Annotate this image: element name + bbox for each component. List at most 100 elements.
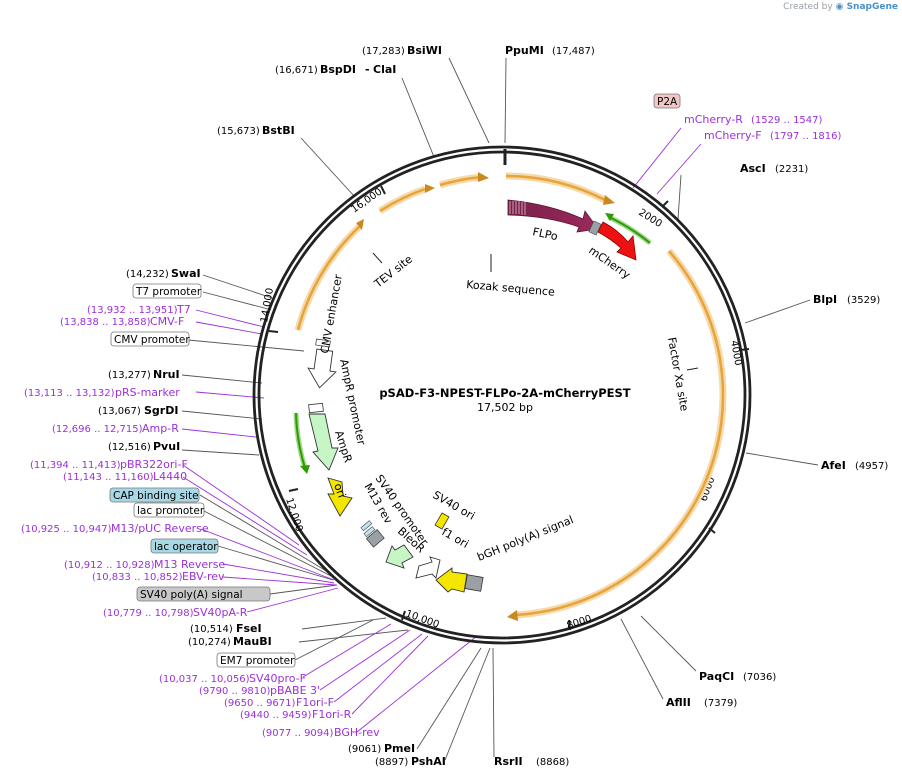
svg-text:FseI: FseI	[236, 622, 262, 635]
svg-text:AflII: AflII	[666, 696, 691, 709]
green-primer-arrowhead-2	[300, 465, 310, 474]
primer-ebv-rev[interactable]: (10,833 .. 10,852) EBV-rev	[92, 570, 225, 583]
svg-text:mCherry-R: mCherry-R	[684, 113, 743, 126]
svg-text:ClaI: ClaI	[373, 63, 396, 76]
site-swai[interactable]: (14,232) SwaI	[126, 267, 201, 280]
boxed-cmv-promoter[interactable]: CMV promoter	[110, 331, 190, 347]
svg-text:(10,274): (10,274)	[188, 637, 231, 648]
svg-text:M13/pUC Reverse: M13/pUC Reverse	[111, 522, 209, 535]
primer-cmv-f[interactable]: (13,838 .. 13,858) CMV-F	[60, 315, 184, 328]
primer-amp-r[interactable]: (12,696 .. 12,715) Amp-R	[52, 422, 179, 435]
svg-text:PshAI: PshAI	[411, 755, 446, 768]
svg-text:SgrDI: SgrDI	[144, 404, 178, 417]
primer-m13-reverse[interactable]: (10,912 .. 10,928) M13 Reverse	[64, 558, 225, 571]
svg-text:T7 promoter: T7 promoter	[135, 286, 202, 298]
f1-ori-arrow	[435, 567, 468, 593]
primer-m13-puc-reverse[interactable]: (10,925 .. 10,947) M13/pUC Reverse	[21, 522, 209, 535]
snapgene-credit: Created by ◉ SnapGene	[783, 2, 898, 12]
svg-text:(7379): (7379)	[704, 698, 737, 709]
tev-marker	[372, 252, 383, 264]
primer-t7[interactable]: (13,932 .. 13,951) T7	[87, 303, 191, 316]
backbone-outer-strand	[252, 145, 752, 645]
site-sgrdi[interactable]: (13,067) SgrDI	[98, 404, 178, 417]
site-bspdi-clai[interactable]: (16,671) BspDI - ClaI	[275, 63, 396, 76]
site-bstbi[interactable]: (15,673) BstBI	[217, 124, 295, 137]
svg-text:P2A: P2A	[657, 96, 678, 108]
site-rsrii[interactable]: RsrII (8868)	[494, 755, 569, 768]
site-pmei[interactable]: (9061) PmeI	[348, 742, 415, 755]
boxed-sv40-polya-signal[interactable]: SV40 poly(A) signal	[136, 586, 271, 602]
primer-pbr322ori-f[interactable]: (11,394 .. 11,413) pBR322ori-F	[30, 458, 188, 471]
boxed-cap-binding-site[interactable]: CAP binding site	[109, 487, 200, 503]
svg-text:BspDI: BspDI	[320, 63, 356, 76]
svg-text:(17,487): (17,487)	[552, 46, 595, 57]
ampr-label: AmpR	[332, 429, 355, 465]
orf-arc-1	[505, 174, 606, 202]
svg-text:PpuMI: PpuMI	[505, 44, 544, 57]
credit-prefix: Created by	[783, 2, 833, 12]
flpo-label: FLPo	[531, 225, 559, 243]
site-nrui[interactable]: (13,277) NruI	[108, 368, 180, 381]
orf-arc-4	[379, 187, 426, 213]
site-blpi[interactable]: BlpI (3529)	[813, 293, 880, 306]
svg-text:RsrII: RsrII	[494, 755, 523, 768]
svg-text:SV40 poly(A) signal: SV40 poly(A) signal	[140, 589, 243, 601]
boxed-t7-promoter[interactable]: T7 promoter	[132, 283, 202, 299]
site-pshai[interactable]: (8897) PshAI	[375, 755, 446, 768]
primer-sv40pa-r[interactable]: (10,779 .. 10,798) SV40pA-R	[103, 606, 248, 619]
orf-arc-2	[515, 250, 725, 617]
boxed-lac-promoter[interactable]: lac promoter	[133, 502, 205, 518]
ori-label: ori	[331, 482, 348, 500]
sv40-ori-block	[434, 512, 450, 530]
boxed-em7-promoter[interactable]: EM7 promoter	[216, 652, 296, 668]
svg-text:pBABE 3': pBABE 3'	[270, 684, 320, 697]
svg-text:F1ori-F: F1ori-F	[296, 696, 334, 709]
tick-label-4000: 4000	[728, 340, 743, 367]
svg-text:lac promoter: lac promoter	[137, 505, 205, 517]
svg-text:AfeI: AfeI	[821, 459, 846, 472]
site-paqci[interactable]: PaqCI (7036)	[699, 670, 776, 683]
svg-text:(11,143 .. 11,160): (11,143 .. 11,160)	[63, 472, 154, 483]
primer-prs-marker[interactable]: (13,113 .. 13,132) pRS-marker	[24, 386, 180, 399]
svg-text:(10,514): (10,514)	[190, 624, 233, 635]
snapgene-logo-icon: ◉	[835, 2, 844, 12]
primer-f1ori-f[interactable]: (9650 .. 9671) F1ori-F	[224, 696, 334, 709]
primer-l4440[interactable]: (11,143 .. 11,160) L4440	[63, 470, 187, 483]
site-bsiwi[interactable]: (17,283) BsiWI	[362, 44, 442, 57]
boxed-lac-operator[interactable]: lac operator	[150, 538, 219, 554]
site-aflii[interactable]: AflII (7379)	[666, 696, 737, 709]
backbone-inner-strand	[257, 150, 747, 640]
sv40-ori-feature[interactable]: SV40 ori	[431, 488, 478, 530]
flpo-feature[interactable]: FLPo	[507, 199, 599, 243]
primer-pbabe-3[interactable]: (9790 .. 9810) pBABE 3'	[199, 684, 320, 697]
bgh-feature[interactable]: bGH poly(A) signal	[464, 513, 575, 592]
svg-text:(8897): (8897)	[375, 757, 408, 768]
boxed-p2a[interactable]: P2A	[653, 93, 681, 109]
svg-text:SwaI: SwaI	[171, 267, 201, 280]
site-fsei[interactable]: (10,514) FseI	[190, 622, 262, 635]
site-asci[interactable]: AscI (2231)	[740, 162, 808, 175]
ori-feature[interactable]: ori	[327, 477, 353, 517]
svg-text:NruI: NruI	[153, 368, 180, 381]
site-maubi[interactable]: (10,274) MauBI	[188, 635, 272, 648]
primer-mcherry-r[interactable]: mCherry-R (1529 .. 1547)	[684, 113, 823, 126]
primer-sv40pro-f[interactable]: (10,037 .. 10,056) SV40pro-F	[159, 672, 306, 685]
site-afei[interactable]: AfeI (4957)	[821, 459, 888, 472]
site-pvui[interactable]: (12,516) PvuI	[108, 440, 180, 453]
svg-text:(8868): (8868)	[536, 757, 569, 768]
credit-brand: SnapGene	[846, 2, 898, 12]
svg-text:SV40pA-R: SV40pA-R	[193, 606, 248, 619]
tick-label-10000: 10,000	[404, 608, 441, 630]
site-ppumi[interactable]: PpuMI (17,487)	[505, 44, 595, 57]
cmv-enhancer-label: CMV enhancer	[318, 273, 345, 354]
svg-text:(11,394 .. 11,413): (11,394 .. 11,413)	[30, 460, 121, 471]
primer-mcherry-f[interactable]: mCherry-F (1797 .. 1816)	[704, 129, 842, 142]
factor-xa-marker	[686, 367, 699, 371]
cmv-promoter-block	[315, 338, 331, 348]
ampr-promoter-block	[308, 402, 324, 414]
orf-arcs	[294, 172, 727, 619]
primer-bgh-rev[interactable]: (9077 .. 9094) BGH-rev	[262, 726, 380, 739]
svg-text:(13,067): (13,067)	[98, 406, 141, 417]
primer-f1ori-r[interactable]: (9440 .. 9459) F1ori-R	[240, 708, 352, 721]
